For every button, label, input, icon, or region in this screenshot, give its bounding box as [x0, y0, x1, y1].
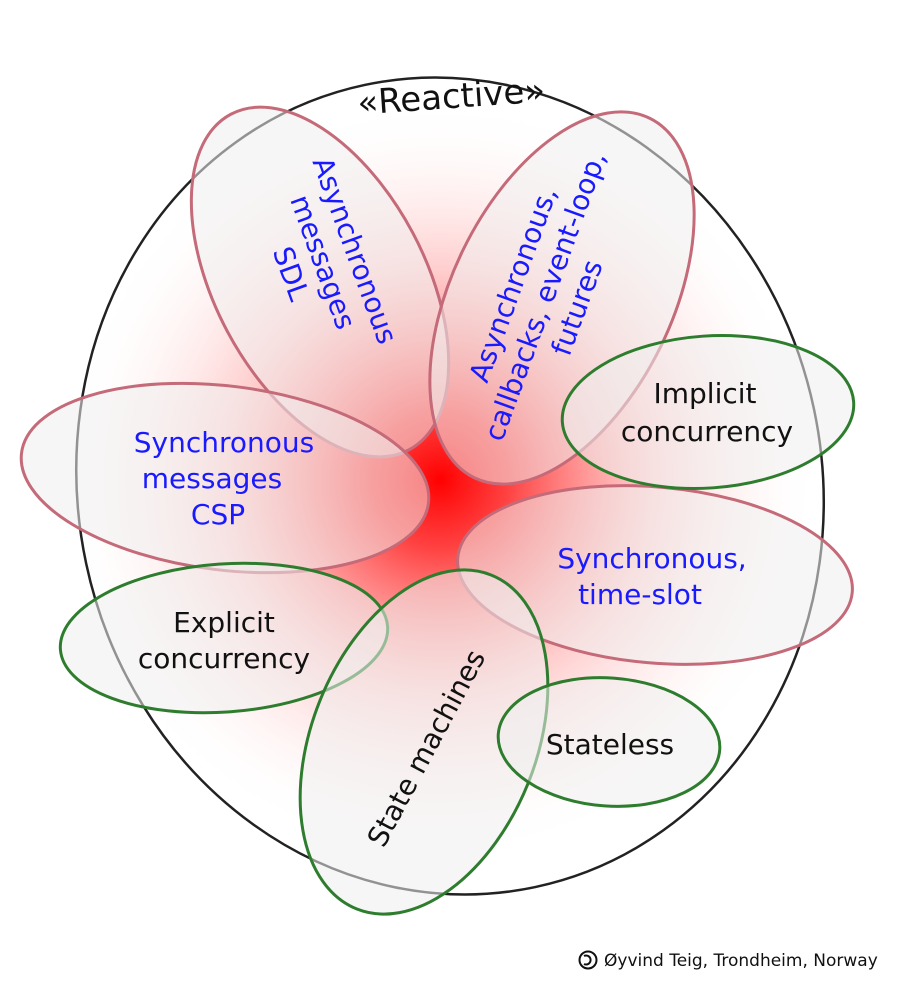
copyleft-icon	[578, 950, 598, 970]
stateless-region: Stateless	[496, 676, 722, 808]
implicit-line-1: Implicit	[653, 377, 756, 410]
sync-timeslot-line-1: Synchronous,	[557, 542, 746, 575]
sync-timeslot-line-2: time-slot	[578, 578, 702, 611]
sync-csp-line-2: messages	[142, 462, 282, 495]
sync-csp-line-1: Synchronous	[134, 426, 314, 459]
explicit-line-1: Explicit	[173, 606, 275, 639]
state-machines-region: State machines	[298, 568, 550, 916]
implicit-line-2: concurrency	[621, 415, 793, 448]
credit: Øyvind Teig, Trondheim, Norway	[578, 950, 878, 971]
credit-text: Øyvind Teig, Trondheim, Norway	[604, 951, 878, 971]
sync-csp-region: Synchronous messages CSP	[19, 381, 431, 575]
explicit-line-2: concurrency	[138, 642, 310, 675]
stateless-label: Stateless	[546, 728, 674, 761]
explicit-concurrency-region: Explicit concurrency	[58, 561, 390, 715]
sync-csp-line-3: CSP	[191, 498, 245, 531]
implicit-concurrency-region: Implicit concurrency	[560, 334, 856, 490]
sync-timeslot-region: Synchronous, time-slot	[456, 484, 854, 666]
